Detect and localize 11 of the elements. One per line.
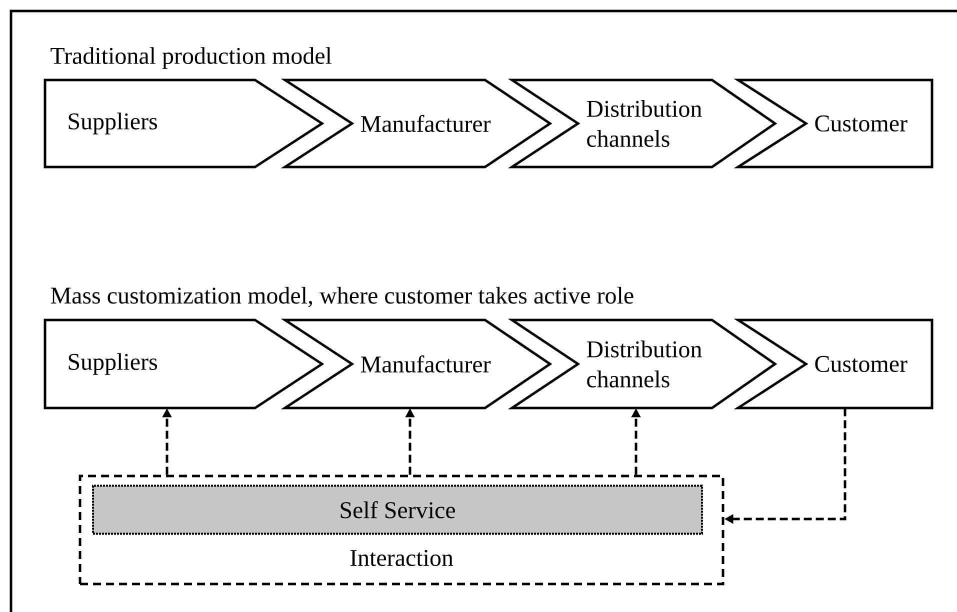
process-box: Manufacturer — [280, 78, 552, 168]
process-box: Customer — [734, 78, 934, 168]
heading: Traditional production model — [50, 47, 332, 69]
process-box: Suppliers — [44, 78, 324, 168]
heading: Mass customization model, where customer takes active role — [50, 286, 634, 308]
process-box: Distribution channels — [508, 78, 778, 168]
process-box: Manufacturer — [280, 318, 552, 410]
process-box: Customer — [734, 318, 934, 410]
process-box: Suppliers — [44, 318, 324, 410]
process-box: Distribution channels — [508, 318, 778, 410]
self-service-box: Self Service — [92, 484, 703, 535]
